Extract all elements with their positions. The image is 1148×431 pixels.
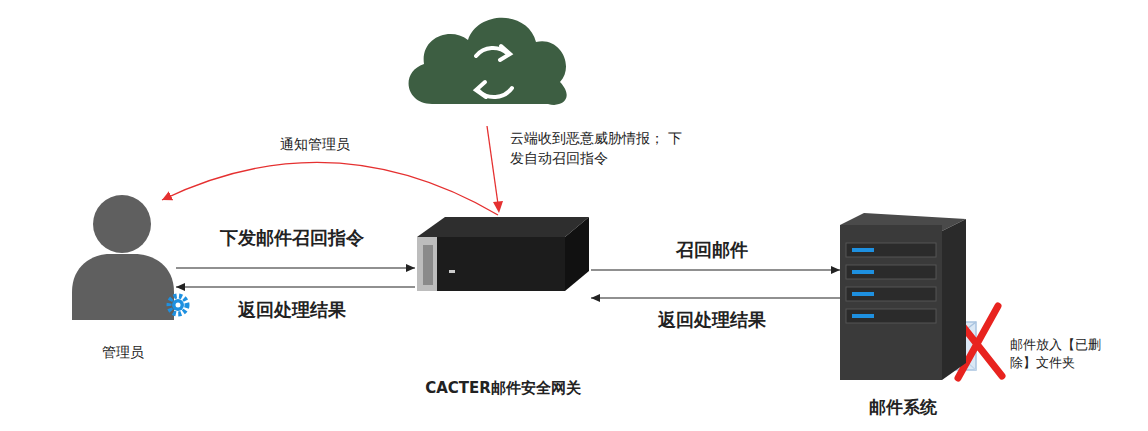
threat-arrowhead bbox=[493, 201, 503, 213]
node-label: 邮件系统 bbox=[760, 396, 1046, 419]
edge-label: 通知管理员 bbox=[280, 136, 350, 154]
flow-arrow bbox=[176, 286, 415, 287]
device-node: CACTER邮件安全网关 bbox=[415, 215, 591, 291]
node-label: 管理员 bbox=[0, 344, 256, 362]
note-label: 云端收到恶意威胁情报； 下发自动召回指令 bbox=[510, 128, 685, 168]
note-label: 邮件放入【已删除】文件夹 bbox=[1010, 336, 1106, 372]
person-icon bbox=[70, 192, 176, 320]
flow-arrow bbox=[591, 269, 840, 270]
gateway-icon bbox=[415, 215, 591, 291]
node-label: CACTER邮件安全网关 bbox=[335, 379, 671, 398]
server-icon bbox=[840, 213, 966, 380]
flow-arrow bbox=[176, 267, 415, 268]
device-node: 管理员 bbox=[70, 192, 176, 320]
notify-arrow bbox=[162, 162, 498, 215]
flow-arrow bbox=[591, 297, 840, 298]
cloud-icon bbox=[409, 18, 567, 105]
edge-label: 返回处理结果 bbox=[658, 308, 766, 332]
threat-arrow bbox=[487, 126, 498, 204]
sync-icon bbox=[476, 46, 512, 97]
edge-label: 召回邮件 bbox=[676, 238, 748, 262]
edge-label: 返回处理结果 bbox=[238, 298, 346, 322]
edge-label: 下发邮件召回指令 bbox=[220, 226, 364, 250]
device-node: 邮件系统 bbox=[840, 213, 966, 380]
